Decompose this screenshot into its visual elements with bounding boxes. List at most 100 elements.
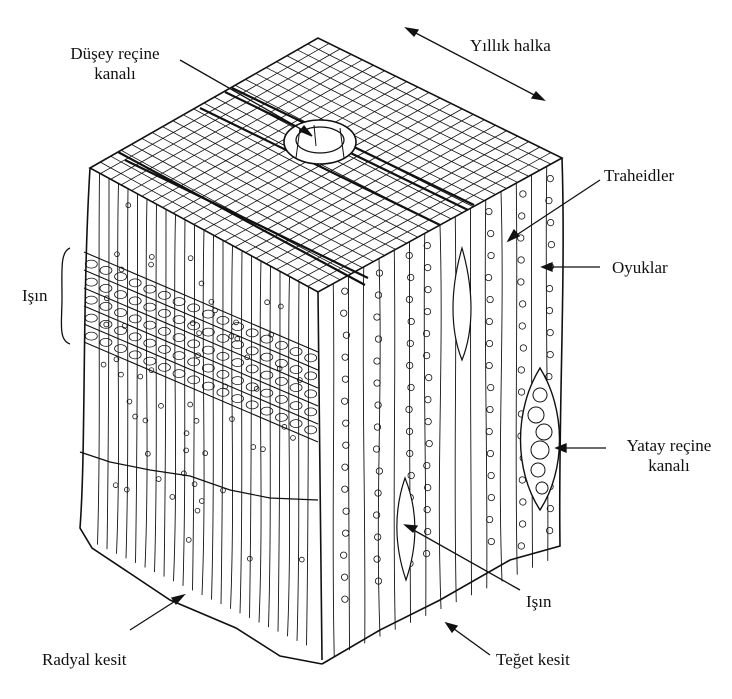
pit <box>374 577 383 585</box>
radial-face-split <box>79 451 319 501</box>
pit <box>518 476 526 484</box>
pit <box>546 526 554 535</box>
pit <box>341 463 349 471</box>
pit <box>341 485 349 493</box>
pit <box>298 556 305 563</box>
ray-cell <box>275 340 288 350</box>
tracheid-wall <box>116 183 120 554</box>
pit <box>407 471 415 480</box>
pit <box>187 401 193 408</box>
pit <box>485 207 493 216</box>
radial-face-tracheids <box>97 173 309 646</box>
pit <box>375 269 384 277</box>
pit <box>424 527 432 536</box>
pit <box>126 398 133 405</box>
pit <box>547 240 555 249</box>
ray-cell <box>158 308 171 318</box>
cell-wall-line <box>255 73 496 195</box>
pit <box>547 218 555 227</box>
pit <box>484 273 493 282</box>
pit <box>229 416 235 422</box>
tracheid-wall <box>409 241 411 623</box>
pit <box>183 430 190 436</box>
pit <box>187 255 194 261</box>
pit <box>423 307 432 316</box>
ray-cell <box>187 303 201 313</box>
ray-cell <box>289 401 303 411</box>
ray-cell <box>201 309 215 319</box>
ray-cell <box>275 358 288 368</box>
ray-cell <box>260 352 274 362</box>
pit <box>137 373 144 380</box>
pit <box>406 361 414 370</box>
pit <box>145 450 151 457</box>
pit <box>373 313 381 321</box>
pit <box>374 489 382 497</box>
ray-cell <box>99 283 113 293</box>
pit <box>296 377 303 383</box>
pit <box>405 427 414 436</box>
pit <box>487 471 495 480</box>
ray-cell <box>114 344 127 354</box>
ray-cell <box>84 313 98 323</box>
pit <box>405 405 413 414</box>
horizontal-resin-canal <box>519 366 561 512</box>
pit <box>194 507 201 514</box>
ray-cell <box>260 388 274 398</box>
ray-cell <box>143 356 157 366</box>
ray-cell <box>114 308 127 318</box>
pit <box>407 273 415 282</box>
epithelial-cell <box>532 387 548 403</box>
pit <box>264 299 270 306</box>
ray-cell <box>304 389 318 399</box>
pit <box>340 309 348 317</box>
tracheid-wall <box>230 245 234 609</box>
pit <box>487 537 495 546</box>
pit <box>424 263 432 272</box>
pit <box>519 498 527 506</box>
tracheid-wall <box>182 219 186 586</box>
pit <box>234 336 241 342</box>
pit <box>546 328 554 337</box>
pit <box>545 372 553 381</box>
pit <box>112 482 119 488</box>
cell-wall-line <box>276 61 518 183</box>
pit <box>546 350 554 359</box>
ray-cell <box>304 407 318 417</box>
pit <box>546 504 554 513</box>
pit <box>260 446 266 452</box>
pit <box>373 555 381 563</box>
ray-cell <box>275 412 288 422</box>
ray-cell <box>114 326 127 336</box>
tracheid-wall <box>470 208 472 596</box>
ray-cell <box>245 346 259 356</box>
pit <box>373 423 382 431</box>
pit <box>125 202 132 209</box>
pit <box>341 287 349 295</box>
ray-cell <box>158 290 171 300</box>
ray-cell <box>143 338 157 348</box>
pit <box>486 405 494 414</box>
ray-cell <box>216 351 230 361</box>
pit <box>405 251 413 260</box>
cell-wall-line <box>162 126 396 250</box>
ray-cell <box>99 337 113 347</box>
label-vertical-resin-canal: Düşey reçine kanalı <box>40 44 190 84</box>
pit <box>198 280 205 287</box>
epithelial-cell <box>527 406 545 424</box>
pit <box>181 470 187 477</box>
pit <box>422 329 431 338</box>
pit <box>486 295 494 304</box>
ray-cell <box>245 382 259 392</box>
pit <box>198 498 205 504</box>
ray-brace <box>60 247 71 345</box>
pit <box>158 403 164 409</box>
tracheid-wall <box>454 216 457 603</box>
pit <box>185 537 192 543</box>
epithelial-cell <box>535 423 553 441</box>
cell-wall-line <box>183 114 418 238</box>
ray-cell <box>128 278 142 288</box>
pit <box>342 441 350 449</box>
block-edge-left <box>79 167 323 665</box>
pit <box>519 520 527 528</box>
